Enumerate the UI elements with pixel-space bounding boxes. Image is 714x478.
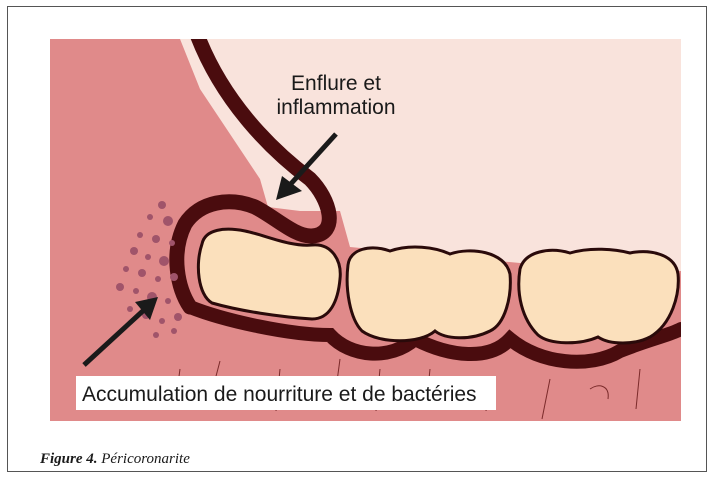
- accumulation-label: Accumulation de nourriture et de bactéri…: [82, 383, 477, 406]
- tooth-front: [519, 249, 678, 343]
- caption-number: Figure 4.: [40, 451, 98, 467]
- swelling-label-line1: Enflure et: [291, 72, 381, 95]
- illustration-svg: Enflure et inflammation Accumulation de …: [50, 39, 681, 421]
- figure-caption: Figure 4. Péricoronarite: [40, 451, 190, 468]
- pericoronitis-illustration: Enflure et inflammation Accumulation de …: [50, 39, 681, 421]
- swelling-label-line2: inflammation: [276, 96, 395, 119]
- caption-title: Péricoronarite: [101, 451, 190, 467]
- figure-frame: Enflure et inflammation Accumulation de …: [7, 6, 707, 472]
- tooth-middle: [347, 247, 510, 341]
